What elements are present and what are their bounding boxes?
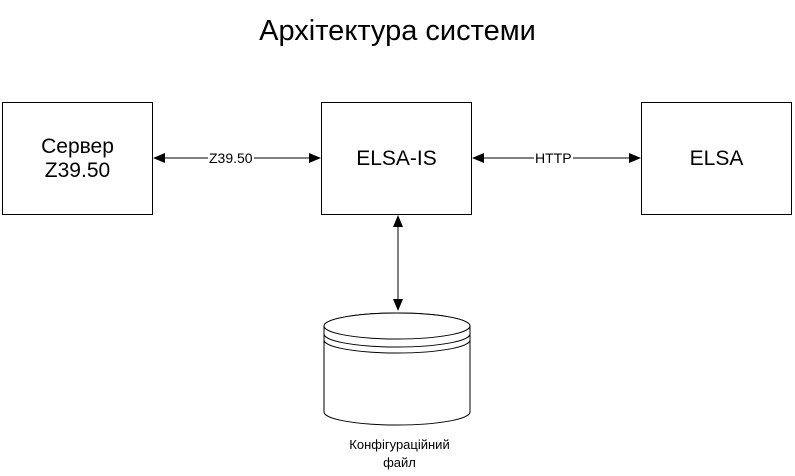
node-server-label: Сервер Z39.50 bbox=[41, 134, 114, 182]
node-elsa-is: ELSA-IS bbox=[321, 102, 472, 215]
node-elsa-label: ELSA bbox=[689, 146, 744, 170]
edge-label-http: HTTP bbox=[534, 150, 573, 166]
node-elsa-is-label: ELSA-IS bbox=[356, 146, 437, 170]
diagram-title: Архітектура системи bbox=[259, 15, 536, 47]
database-label: Конфігураційний файл bbox=[349, 437, 450, 470]
node-server-z3950: Сервер Z39.50 bbox=[2, 102, 153, 215]
database-cylinder bbox=[323, 312, 471, 426]
node-elsa: ELSA bbox=[641, 102, 792, 215]
edge-label-z3950: Z39.50 bbox=[208, 150, 254, 166]
